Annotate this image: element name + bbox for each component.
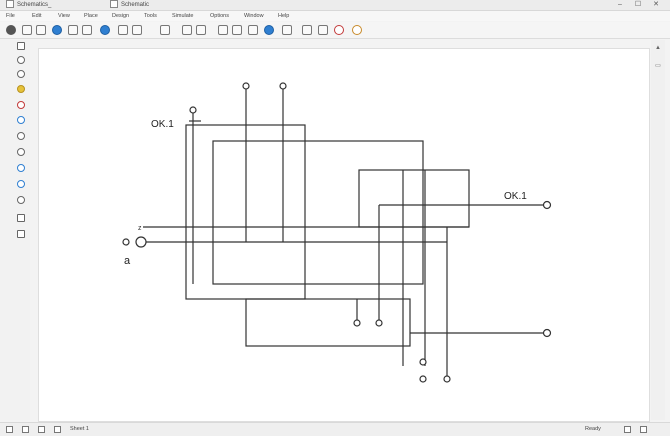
zoom-fit-icon[interactable] bbox=[196, 25, 206, 35]
net-label-right: OK.1 bbox=[504, 191, 527, 202]
zoom-in-icon[interactable] bbox=[160, 25, 170, 35]
ground-tool-icon[interactable] bbox=[17, 85, 25, 93]
copy-icon[interactable] bbox=[82, 25, 92, 35]
document-icon bbox=[6, 0, 14, 9]
toolbar bbox=[0, 22, 670, 39]
terminal[interactable] bbox=[419, 375, 427, 383]
menu-window[interactable]: Window bbox=[244, 13, 264, 19]
junction-mark: z bbox=[138, 225, 142, 232]
status-right-text: Ready bbox=[585, 426, 601, 432]
document-icon bbox=[110, 0, 118, 9]
menu-bar: File Edit View Place Design Tools Simula… bbox=[0, 11, 670, 21]
terminal[interactable] bbox=[419, 358, 427, 366]
output-terminal[interactable] bbox=[542, 200, 552, 210]
terminal[interactable] bbox=[279, 82, 287, 90]
terminal[interactable] bbox=[353, 319, 361, 327]
select-tool-icon[interactable] bbox=[17, 42, 25, 50]
terminal[interactable] bbox=[443, 375, 451, 383]
minimize-icon[interactable]: – bbox=[618, 1, 622, 8]
power-icon[interactable] bbox=[302, 25, 312, 35]
print-icon[interactable] bbox=[52, 25, 62, 35]
status-bar: Sheet 1 Ready bbox=[0, 422, 670, 436]
layer-icon[interactable] bbox=[6, 426, 13, 433]
save-icon[interactable] bbox=[36, 25, 46, 35]
tab-bar: Schematics_ Schematic – ☐ ✕ bbox=[0, 0, 670, 11]
cut-icon[interactable] bbox=[68, 25, 78, 35]
schematic-canvas[interactable]: z OK.1 OK.1 a bbox=[38, 48, 650, 422]
component-tool-icon[interactable] bbox=[17, 230, 25, 238]
terminal[interactable] bbox=[375, 319, 383, 327]
input-terminal[interactable] bbox=[135, 236, 147, 248]
wire-icon[interactable] bbox=[218, 25, 228, 35]
menu-help[interactable]: Help bbox=[278, 13, 290, 19]
zoom-in-status-icon[interactable] bbox=[640, 426, 647, 433]
label-icon[interactable] bbox=[264, 25, 274, 35]
run-icon[interactable] bbox=[334, 25, 344, 35]
transistor-tool-icon[interactable] bbox=[17, 164, 25, 172]
stop-icon[interactable] bbox=[352, 25, 362, 35]
input-label: a bbox=[124, 255, 131, 267]
close-icon[interactable]: ✕ bbox=[653, 1, 659, 8]
zoom-out-status-icon[interactable] bbox=[624, 426, 631, 433]
status-left-text: Sheet 1 bbox=[70, 426, 89, 432]
capacitor-tool-icon[interactable] bbox=[17, 116, 25, 124]
output-terminal[interactable] bbox=[542, 328, 552, 338]
menu-place[interactable]: Place bbox=[84, 13, 98, 19]
menu-design[interactable]: Design bbox=[112, 13, 130, 19]
junction-icon[interactable] bbox=[248, 25, 258, 35]
bus-icon[interactable] bbox=[232, 25, 242, 35]
menu-file[interactable]: File bbox=[6, 13, 15, 19]
menu-simulate[interactable]: Simulate bbox=[172, 13, 194, 19]
source-tool-icon[interactable] bbox=[17, 180, 25, 188]
undo-icon[interactable] bbox=[118, 25, 128, 35]
diode-tool-icon[interactable] bbox=[17, 148, 25, 156]
inductor-tool-icon[interactable] bbox=[17, 132, 25, 140]
text-tool-icon[interactable] bbox=[17, 214, 25, 222]
power-tool-icon[interactable] bbox=[17, 70, 25, 78]
open-icon[interactable] bbox=[22, 25, 32, 35]
tab-label: Schematic bbox=[121, 2, 150, 8]
paste-icon[interactable] bbox=[100, 25, 110, 35]
new-icon[interactable] bbox=[6, 25, 16, 35]
probe-icon[interactable] bbox=[318, 25, 328, 35]
left-tool-palette bbox=[0, 40, 30, 420]
tab-schematic[interactable]: Schematic bbox=[110, 0, 149, 10]
schematic-drawing: z OK.1 OK.1 a bbox=[122, 82, 552, 383]
redo-icon[interactable] bbox=[132, 25, 142, 35]
ground-icon[interactable] bbox=[282, 25, 292, 35]
tab-label: Schematics_ bbox=[17, 2, 52, 8]
block-outline bbox=[358, 169, 470, 228]
menu-view[interactable]: View bbox=[58, 13, 70, 19]
vertical-scrollbar[interactable]: ▲ ▭ bbox=[651, 40, 665, 420]
wire-tool-icon[interactable] bbox=[17, 56, 25, 64]
block-outline bbox=[212, 140, 424, 285]
snap-icon[interactable] bbox=[38, 426, 45, 433]
menu-options[interactable]: Options bbox=[210, 13, 229, 19]
terminal[interactable] bbox=[122, 238, 130, 246]
block-outline bbox=[245, 298, 411, 347]
tab-schematics[interactable]: Schematics_ bbox=[6, 0, 51, 10]
zoom-icon[interactable] bbox=[54, 426, 61, 433]
scroll-up-icon[interactable]: ▲ bbox=[655, 45, 661, 51]
resistor-tool-icon[interactable] bbox=[17, 101, 25, 109]
maximize-icon[interactable]: ☐ bbox=[634, 1, 642, 8]
zoom-out-icon[interactable] bbox=[182, 25, 192, 35]
terminal[interactable] bbox=[189, 106, 197, 114]
terminal[interactable] bbox=[242, 82, 250, 90]
grid-icon[interactable] bbox=[22, 426, 29, 433]
scroll-thumb[interactable]: ▭ bbox=[655, 63, 661, 69]
menu-edit[interactable]: Edit bbox=[32, 13, 42, 19]
menu-tools[interactable]: Tools bbox=[144, 13, 157, 19]
net-label-left: OK.1 bbox=[151, 119, 174, 130]
label-tool-icon[interactable] bbox=[17, 196, 25, 204]
